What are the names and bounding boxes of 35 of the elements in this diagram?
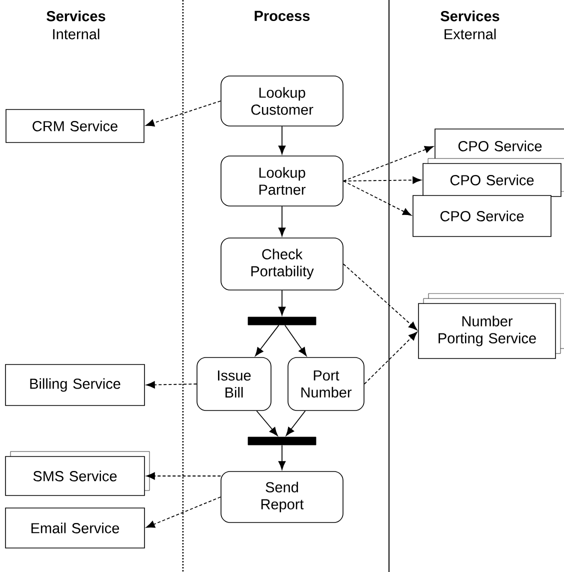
arrow xyxy=(342,146,434,182)
arrow xyxy=(278,444,286,470)
column-heading: Process xyxy=(254,10,310,22)
arrow xyxy=(146,472,222,480)
column-heading: Services xyxy=(440,10,500,22)
arrow xyxy=(255,324,280,356)
service-box: Email Service xyxy=(5,508,145,548)
arrow xyxy=(146,100,222,126)
column-heading: Internal xyxy=(53,28,100,40)
activity-box: Send Report xyxy=(220,471,344,523)
activity-box: Lookup Partner xyxy=(220,156,344,206)
service-box: CPO Service xyxy=(412,195,552,237)
arrow xyxy=(278,126,286,154)
arrow xyxy=(286,410,306,436)
arrow xyxy=(278,290,286,316)
stacked-service-box: SMS Service xyxy=(5,451,150,496)
activity-box: Lookup Customer xyxy=(220,76,344,126)
stacked-service-box: CPO Service xyxy=(422,158,564,197)
arrow xyxy=(256,410,278,436)
activity-box: Issue Bill xyxy=(196,357,272,411)
arrow xyxy=(146,381,198,388)
activity-box: Check Portability xyxy=(220,238,344,290)
arrow xyxy=(284,324,307,356)
service-box: Billing Service xyxy=(5,364,145,406)
arrow xyxy=(342,180,412,216)
column-heading: External xyxy=(444,28,496,40)
arrow xyxy=(364,332,418,384)
arrow xyxy=(342,264,418,330)
service-box: CRM Service xyxy=(6,109,144,143)
arrow xyxy=(278,206,286,236)
arrow xyxy=(146,496,222,528)
stacked-service-box: Number Porting Service xyxy=(418,293,564,359)
arrow xyxy=(342,176,422,184)
column-heading: Services xyxy=(46,10,106,22)
activity-box: Port Number xyxy=(288,357,364,411)
